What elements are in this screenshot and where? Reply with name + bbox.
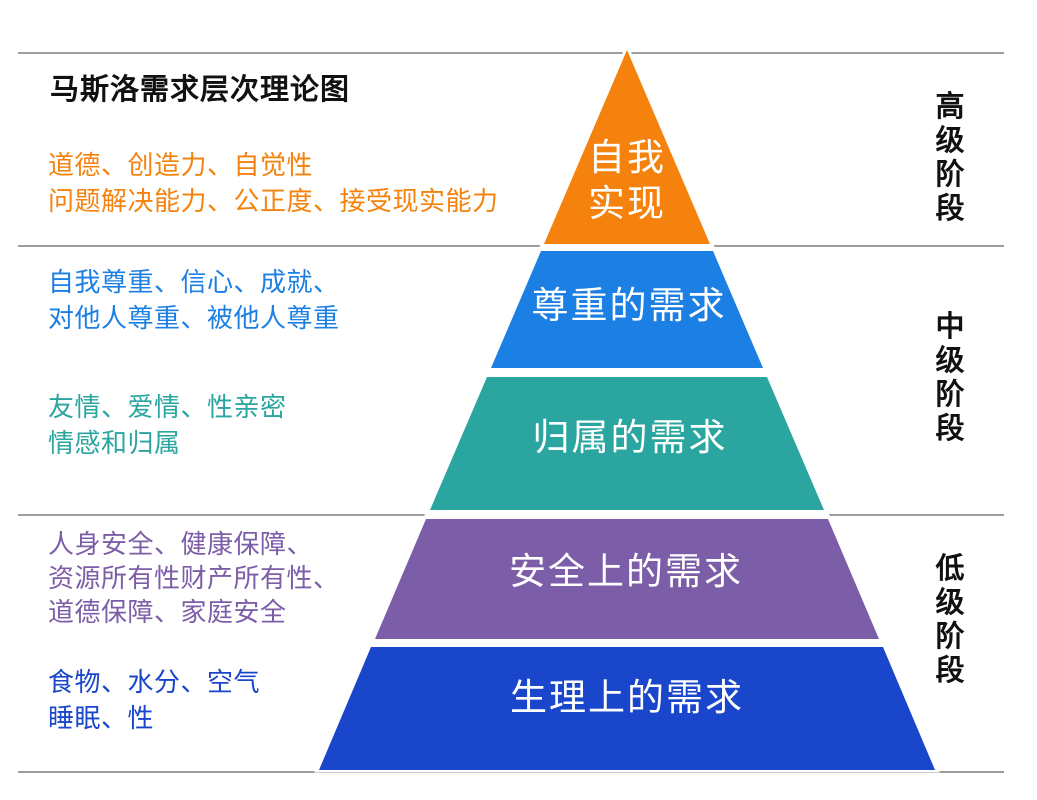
pyramid-label-belonging: 归属的需求 <box>532 417 728 458</box>
pyramid-label-physiological: 生理上的需求 <box>510 677 744 718</box>
pyramid-label-esteem: 尊重的需求 <box>531 285 727 326</box>
annotation-line: 友情、爱情、性亲密 <box>48 392 287 422</box>
stage-label-advanced: 高级阶段 <box>935 91 965 225</box>
annotation-line: 自我尊重、信心、成就、 <box>48 267 340 297</box>
pyramid-level-safety <box>375 519 879 639</box>
pyramid-label-safety: 安全上的需求 <box>509 551 743 592</box>
pyramid-level-esteem <box>491 251 763 368</box>
page-title: 马斯洛需求层次理论图 <box>50 74 351 106</box>
annotation-line: 道德、创造力、自觉性 <box>48 150 314 180</box>
divider-line-top <box>18 52 1004 54</box>
stage-label-intermediate: 中级阶段 <box>935 311 965 445</box>
pyramid-level-belonging <box>430 377 824 510</box>
pyramid-level-self-actualization <box>544 50 710 244</box>
annotation-self-actualization: 道德、创造力、自觉性 问题解决能力、公正度、接受现实能力 <box>48 147 499 219</box>
annotation-line: 对他人尊重、被他人尊重 <box>48 303 340 333</box>
annotation-line: 道德保障、家庭安全 <box>48 597 287 627</box>
annotation-line: 睡眠、性 <box>48 703 155 733</box>
annotation-belonging: 友情、爱情、性亲密 情感和归属 <box>48 389 287 461</box>
annotation-line: 人身安全、健康保障、 <box>48 529 314 559</box>
annotation-esteem: 自我尊重、信心、成就、 对他人尊重、被他人尊重 <box>48 264 340 336</box>
stage-label-basic: 低级阶段 <box>935 553 965 687</box>
annotation-line: 资源所有性财产所有性、 <box>48 563 340 593</box>
annotation-line: 问题解决能力、公正度、接受现实能力 <box>48 186 499 216</box>
annotation-physiological: 食物、水分、空气 睡眠、性 <box>48 664 260 736</box>
pyramid-level-physiological <box>319 647 935 770</box>
pyramid-label-self-actualization: 自我 实现 <box>588 137 666 224</box>
annotation-line: 食物、水分、空气 <box>48 667 261 697</box>
divider-line-advanced-intermediate <box>18 245 1004 247</box>
annotation-line: 情感和归属 <box>48 428 181 458</box>
annotation-safety: 人身安全、健康保障、 资源所有性财产所有性、 道德保障、家庭安全 <box>48 527 340 629</box>
